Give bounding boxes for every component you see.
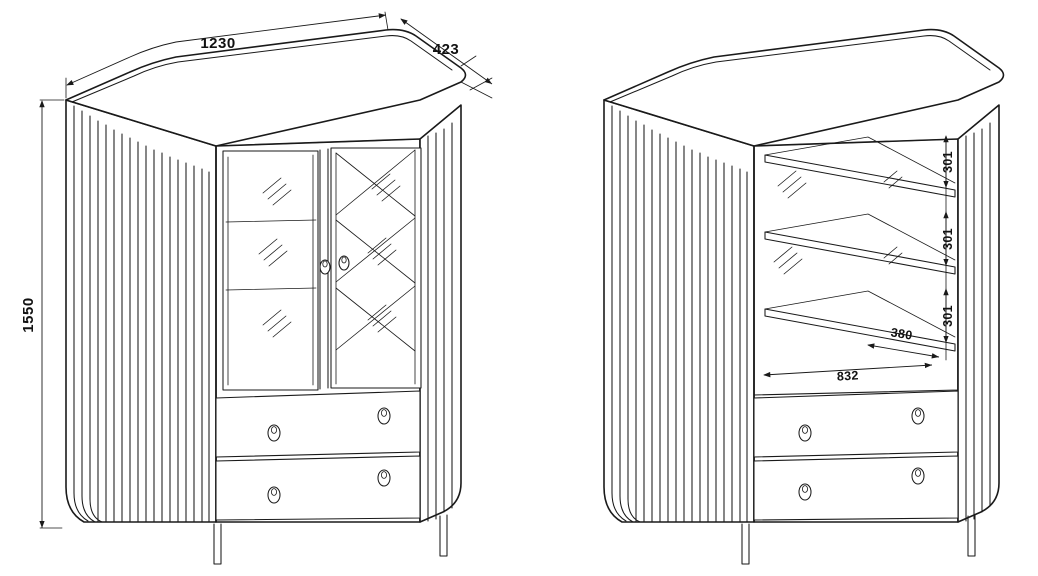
leg-front-left — [213, 523, 222, 565]
front-view-dimensions: 1230 423 1550 — [20, 11, 493, 529]
dim-shelf-depth-label: 380 — [890, 325, 914, 342]
drawer-knob-upper-left — [267, 424, 281, 442]
glass-hint-2 — [883, 170, 903, 189]
glass-door-left — [222, 150, 319, 391]
drawer-knob-lower-right-section — [911, 467, 925, 485]
top-edge-line-section — [603, 99, 1000, 147]
glass-hint-1 — [777, 170, 807, 199]
shelf-top — [764, 136, 956, 198]
section-view — [603, 28, 1005, 565]
shelf-bottom — [764, 290, 956, 352]
dim-depth-label: 423 — [433, 41, 460, 58]
section-view-dimensions: 301 301 301 380 832 — [763, 135, 955, 384]
shelf-middle — [764, 213, 956, 275]
glass-hint-3 — [773, 246, 803, 275]
drawer-knob-lower-left — [267, 486, 281, 504]
drawer-lower-section — [753, 455, 959, 521]
drawer-knob-upper-right — [377, 407, 391, 425]
glass-hint-4 — [883, 246, 903, 265]
drawer-knob-lower-right — [377, 469, 391, 487]
door-handle-left — [319, 259, 331, 275]
drawer-upper-section — [753, 390, 959, 458]
dim-shelf-gap-bottom-label: 301 — [941, 305, 955, 327]
dim-shelf-gap-top-label: 301 — [941, 151, 955, 173]
fluted-side-panel-left-section — [603, 99, 755, 523]
dim-shelf-width-label: 832 — [837, 368, 859, 383]
drawer-knob-upper-left-section — [798, 424, 812, 442]
leg-front-right-section — [967, 514, 976, 557]
interior-back — [753, 145, 959, 396]
fluted-side-panel-left — [65, 99, 217, 523]
dim-width-label: 1230 — [200, 35, 235, 52]
dim-height-label: 1550 — [20, 297, 37, 332]
cabinet-top-surface-section — [603, 28, 1005, 147]
drawer-knob-lower-left-section — [798, 483, 812, 501]
leg-front-left-section — [741, 523, 750, 565]
drawer-upper — [215, 390, 421, 458]
door-handle-right — [338, 255, 350, 271]
rounded-side-right — [419, 104, 462, 523]
front-view — [65, 28, 467, 565]
dim-shelf-gap-middle-label: 301 — [941, 228, 955, 250]
drawer-knob-upper-right-section — [911, 407, 925, 425]
rounded-side-right-section — [957, 104, 1000, 523]
leg-front-right — [439, 514, 448, 557]
top-edge-line — [65, 99, 462, 147]
drawer-lower — [215, 455, 421, 521]
